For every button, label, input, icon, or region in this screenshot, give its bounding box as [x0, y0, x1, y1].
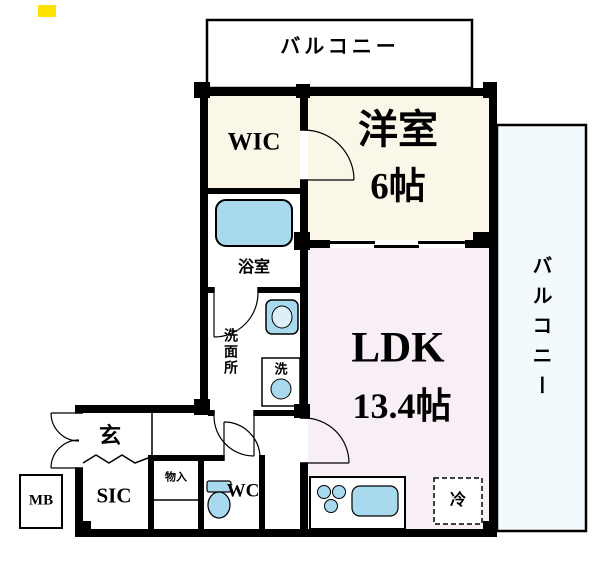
- wic-label: WIC: [227, 128, 281, 156]
- bathroom-label: 浴室: [237, 259, 271, 276]
- refrigerator-label: 冷: [449, 492, 467, 509]
- refrigerator-outline: [433, 477, 483, 525]
- sliding-door: [330, 241, 465, 248]
- ldk-name: LDK: [351, 324, 445, 372]
- kitchen-counter-icon: [309, 476, 406, 530]
- outer-walls: [75, 88, 497, 537]
- yellow-marker: [38, 5, 56, 17]
- sic-label: SIC: [96, 483, 132, 508]
- entrance-label: 玄: [98, 423, 122, 448]
- ldk-size: 13.4帖: [352, 386, 452, 426]
- sink-icon: [265, 299, 299, 335]
- storage-label: 物入: [165, 471, 187, 484]
- meter-box-outline: [19, 474, 63, 529]
- western-room-floor: [308, 96, 489, 240]
- balcony-top-label: バルコニー: [280, 36, 400, 58]
- washing-machine-icon: [261, 357, 301, 407]
- balcony-right-outline: [495, 123, 588, 533]
- wic-floor: [208, 96, 300, 188]
- western-room-name: 洋室: [358, 107, 438, 152]
- bathtub-icon: [215, 199, 293, 247]
- kitchen-sink-icon: [351, 485, 399, 517]
- balcony-right-label: バルコニー: [529, 255, 551, 405]
- meter-box-label: MB: [28, 492, 54, 509]
- western-room-size: 6帖: [370, 166, 426, 208]
- interior-walls: [148, 96, 489, 529]
- pillars: [75, 82, 497, 537]
- stove-icon: [317, 485, 346, 513]
- washroom-label: 洗面所: [222, 328, 237, 376]
- folding-door-icon: [82, 454, 149, 464]
- wc-label: WC: [226, 480, 260, 502]
- door-arcs: [50, 129, 355, 469]
- washer-label: 洗: [274, 361, 288, 377]
- toilet-icon: [206, 480, 232, 519]
